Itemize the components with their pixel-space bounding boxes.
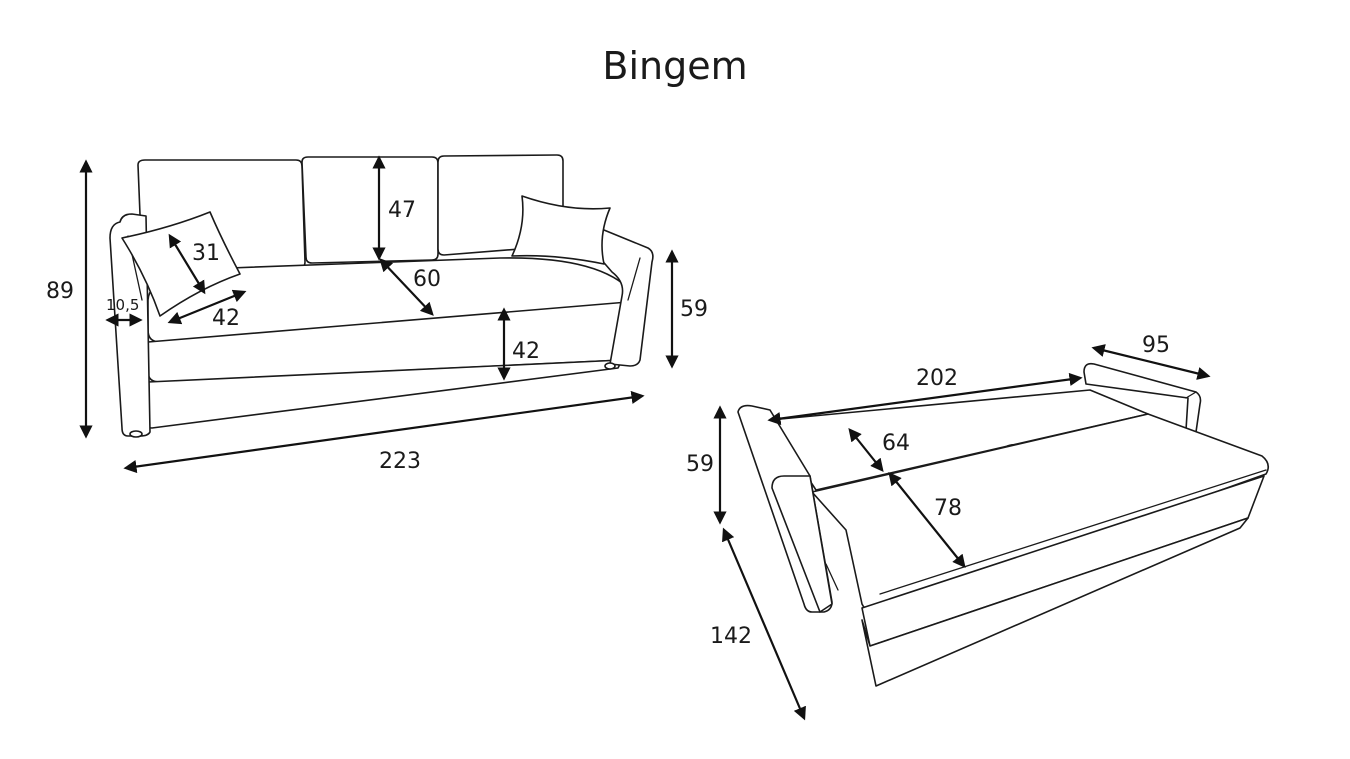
bed-lower-base (861, 517, 1249, 687)
label-arm-width: 10,5 (106, 296, 139, 314)
label-pillow-width: 42 (212, 306, 240, 331)
back-cushion-middle (301, 156, 439, 264)
arrow-total-width (123, 390, 645, 474)
label-total-width: 223 (379, 449, 421, 474)
label-arm-height: 59 (680, 297, 708, 322)
bed-dimension-labels: 59 202 95 64 78 142 (686, 333, 1170, 649)
label-total-depth: 142 (710, 624, 752, 649)
label-back-part: 64 (882, 431, 910, 456)
arrow-depth-closed (1091, 344, 1211, 380)
arrow-seat-depth (379, 258, 434, 316)
sofa-drawing (109, 154, 654, 438)
arrow-pillow-height (168, 233, 206, 295)
arrow-front-part (888, 471, 966, 569)
bed-far-armrest (1083, 362, 1202, 433)
arrow-back-part (848, 427, 884, 473)
label-seat-height: 42 (512, 339, 540, 364)
diagram-title: Bingem (602, 44, 748, 88)
sofa-dimension-labels: 89 10,5 31 42 47 60 42 59 223 (46, 198, 708, 474)
arrow-total-depth (722, 527, 806, 721)
label-depth-closed: 95 (1142, 333, 1170, 358)
pillow-right (511, 195, 611, 265)
label-total-height: 89 (46, 279, 74, 304)
bed-drawing (737, 362, 1270, 687)
label-sleep-length: 202 (916, 366, 958, 391)
bed-dimension-arrows (713, 344, 1211, 721)
label-bed-height: 59 (686, 452, 714, 477)
right-armrest (559, 211, 654, 367)
label-back-height: 47 (388, 198, 416, 223)
arrow-sleep-length (767, 372, 1083, 426)
sofa-dimension-arrows (79, 155, 679, 474)
label-pillow-height: 31 (192, 241, 220, 266)
label-front-part: 78 (934, 496, 962, 521)
label-seat-depth: 60 (413, 267, 441, 292)
arrow-pillow-width (167, 289, 247, 325)
